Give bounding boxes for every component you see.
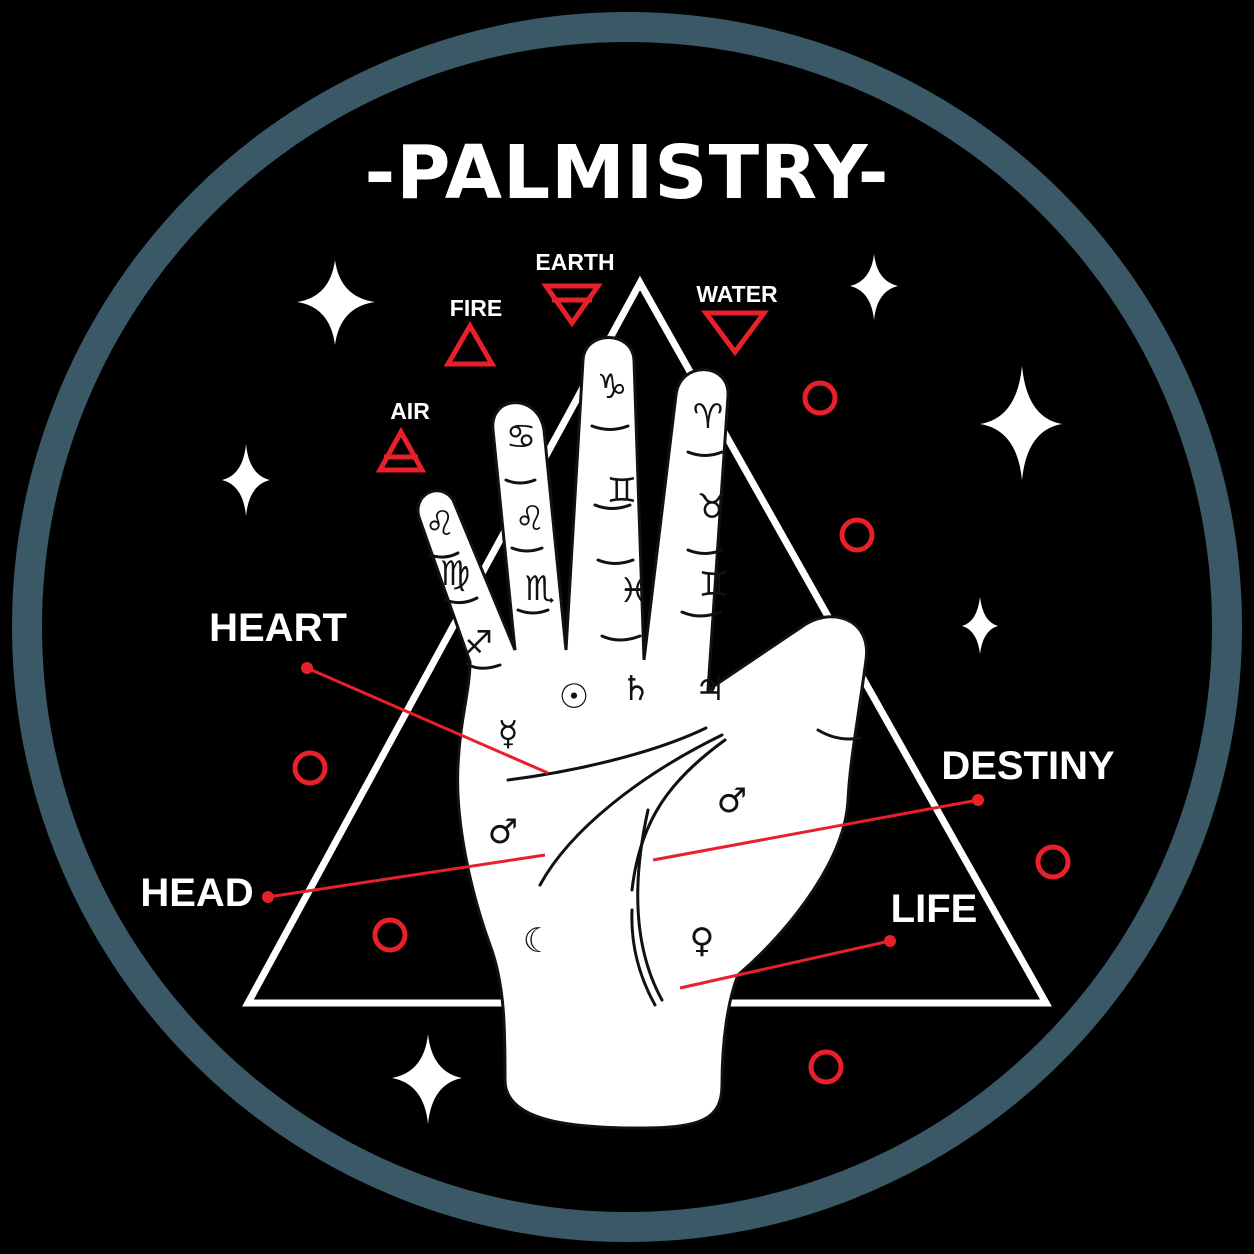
cancer-icon: ♋	[506, 417, 536, 457]
jupiter-icon: ♃	[695, 669, 725, 709]
sagittarius-icon: ♐	[463, 624, 493, 664]
libra-icon: ♌	[515, 499, 545, 539]
destiny-line	[630, 738, 727, 892]
star-icon	[962, 597, 998, 654]
fire-symbol-icon	[443, 321, 497, 367]
label-destiny: DESTINY	[941, 744, 1115, 788]
taurus-icon: ♉	[697, 487, 727, 527]
leader-dots	[262, 662, 984, 947]
star-icon	[850, 254, 898, 320]
star-icon	[392, 1034, 462, 1124]
star-icon	[297, 260, 375, 345]
mars-left-icon: ♂	[488, 812, 518, 852]
moon-icon: ☾	[523, 921, 553, 961]
accent-dots	[292, 380, 1071, 1085]
star-icon	[980, 366, 1062, 480]
leader-lines	[267, 666, 979, 990]
element-label-water: WATER	[696, 281, 778, 307]
stars	[222, 254, 1062, 1124]
label-heart: HEART	[209, 606, 347, 650]
capricorn-icon: ♑	[597, 367, 627, 407]
element-label-earth: EARTH	[535, 249, 614, 275]
scorpio-icon: ♏	[525, 569, 555, 609]
venus-icon: ♀	[690, 921, 715, 961]
palm-lines	[506, 726, 727, 1007]
gemini-icon: ♊	[607, 471, 637, 511]
element-label-fire: FIRE	[450, 295, 502, 321]
element-symbols	[375, 283, 769, 473]
element-label-air: AIR	[390, 398, 430, 424]
saturn-icon: ♄	[621, 669, 651, 709]
aries-icon: ♈	[693, 397, 723, 437]
life-line	[636, 808, 664, 1002]
finger-zodiac-glyphs: ♌ ♍ ♐ ♋ ♌ ♏ ♑ ♊ ♓ ♈ ♉ ♊	[425, 367, 729, 664]
label-life: LIFE	[891, 887, 978, 931]
virgo-icon: ♍	[440, 554, 470, 594]
heart-line	[506, 726, 708, 782]
mars-right-icon: ♂	[717, 781, 747, 821]
pisces-icon: ♓	[619, 571, 649, 611]
leo-icon: ♌	[425, 504, 455, 544]
earth-symbol-icon	[541, 283, 603, 328]
head-line	[538, 733, 724, 887]
palm-hand: ♌ ♍ ♐ ♋ ♌ ♏ ♑ ♊ ♓ ♈ ♉ ♊ ☿ ☉ ♄ ♃ ♂ ♂ ☾ ♀	[416, 336, 869, 1130]
head-leader	[267, 853, 546, 899]
label-head: HEAD	[140, 871, 253, 915]
water-symbol-icon	[701, 310, 769, 357]
mercury-icon: ☿	[498, 714, 519, 754]
outer-ring	[12, 12, 1242, 1242]
life-leader	[679, 939, 891, 990]
air-symbol-icon	[375, 426, 427, 473]
heart-leader	[306, 666, 549, 775]
aquarius-icon: ♊	[699, 565, 729, 605]
palm-planet-glyphs: ☿ ☉ ♄ ♃ ♂ ♂ ☾ ♀	[488, 669, 747, 961]
sun-icon: ☉	[559, 677, 589, 717]
finger-creases	[428, 424, 862, 741]
page-title: -PALMISTRY-	[365, 130, 890, 216]
destiny-leader	[652, 798, 979, 862]
star-icon	[222, 444, 270, 516]
